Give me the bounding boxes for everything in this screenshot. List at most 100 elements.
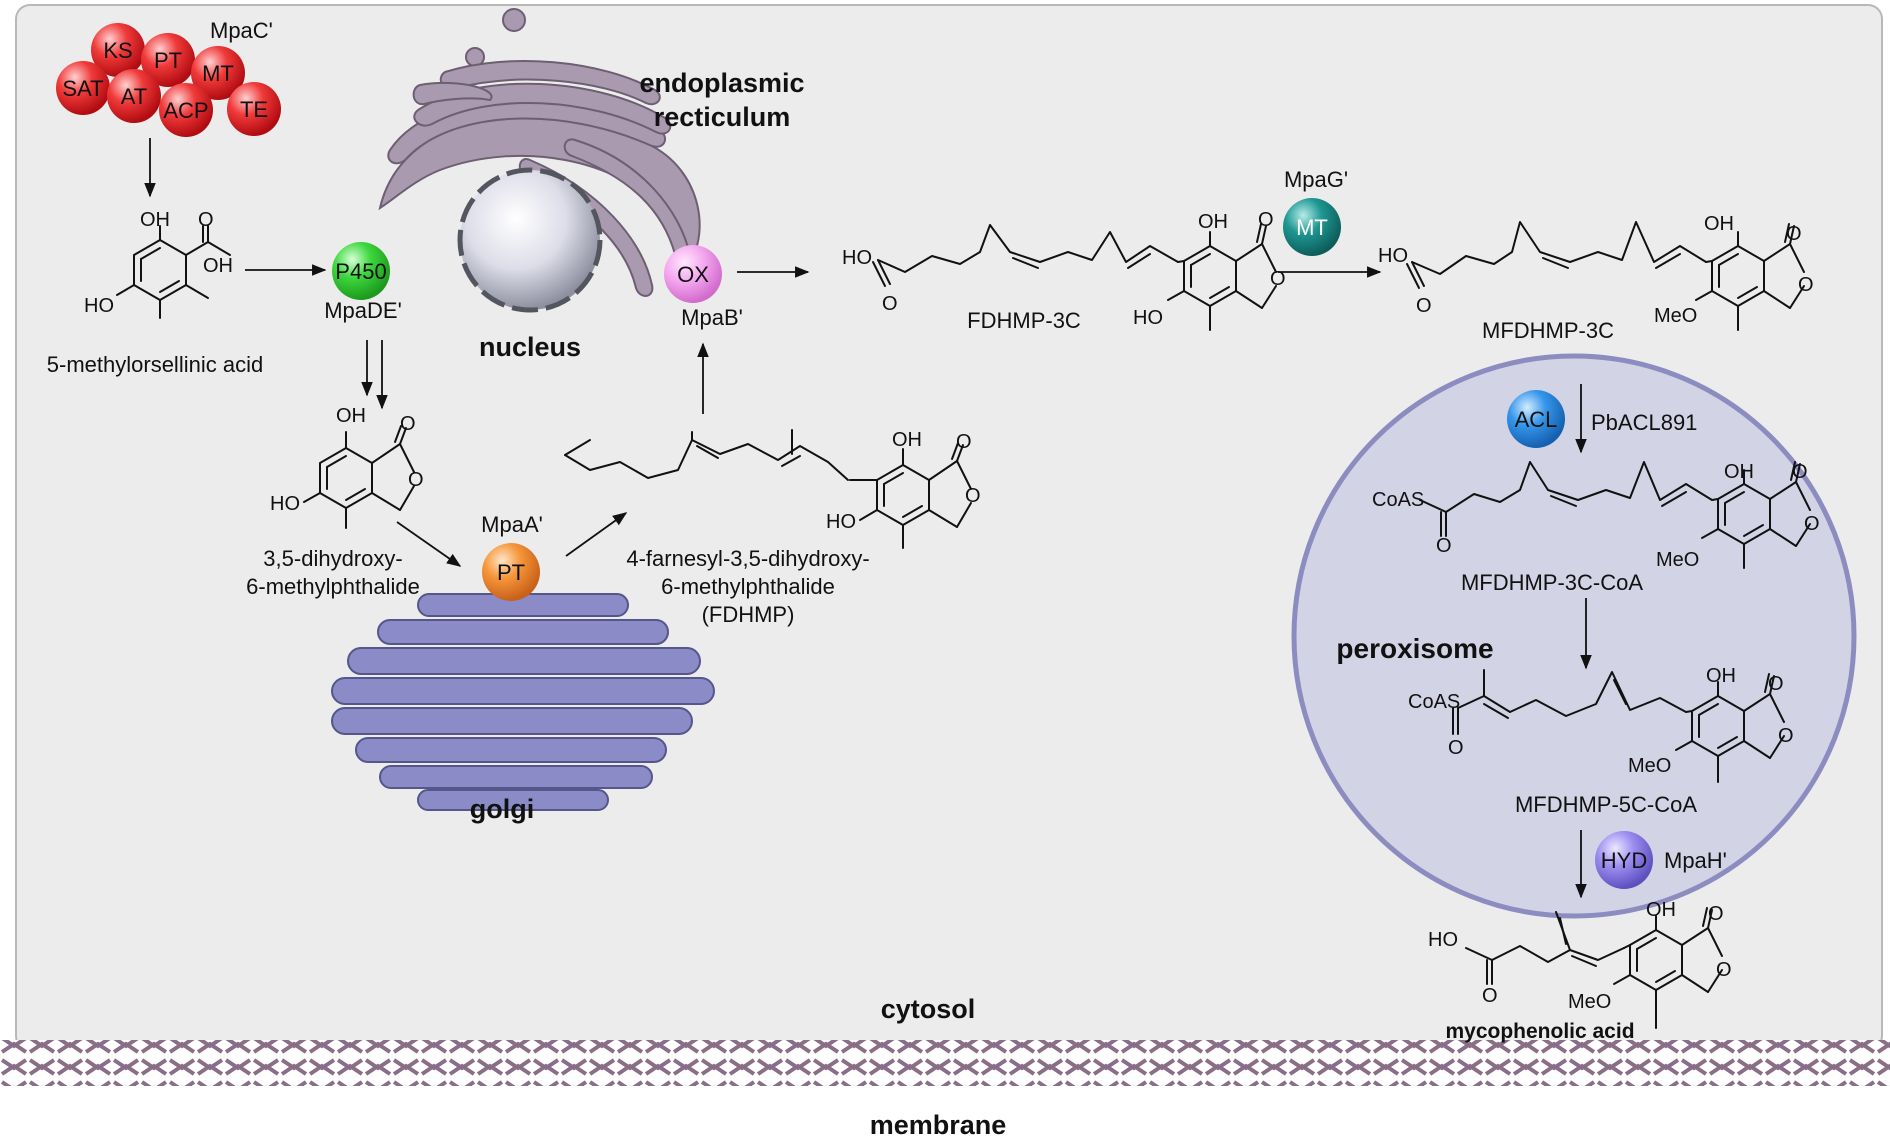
svg-text:MT: MT — [202, 61, 234, 86]
pks-name: MpaC' — [210, 18, 273, 43]
structure-mycophenolic-acid: HO O OH O O MeO — [1428, 899, 1732, 1029]
svg-text:HO: HO — [1428, 929, 1458, 951]
compound-mycophenolic-acid: mycophenolic acid — [1445, 1020, 1634, 1043]
compound-mfdhmp-3c: MFDHMP-3C — [1482, 318, 1614, 343]
svg-text:MeO: MeO — [1656, 549, 1699, 571]
svg-text:OH: OH — [1646, 899, 1676, 921]
arrow-pt-to-c3 — [565, 512, 628, 557]
svg-text:O: O — [400, 413, 416, 435]
svg-text:O: O — [1436, 535, 1452, 557]
peroxisome — [1291, 353, 1857, 919]
p450-enzyme: P450 MpaDE' — [324, 242, 402, 323]
compound-dhmp-line1: 3,5-dihydroxy- — [263, 546, 402, 571]
compound-fdhmp-3c: FDHMP-3C — [967, 308, 1081, 333]
svg-text:O: O — [1448, 737, 1464, 759]
compound-fdhmp-line1: 4-farnesyl-3,5-dihydroxy- — [626, 546, 869, 571]
svg-text:O: O — [408, 469, 424, 491]
svg-text:OH: OH — [1706, 665, 1736, 687]
structure-dhmp: OH O O HO — [270, 405, 424, 529]
svg-text:MeO: MeO — [1628, 755, 1671, 777]
svg-text:ACP: ACP — [163, 98, 208, 123]
ox-enzyme: OX MpaB' — [664, 245, 743, 330]
svg-text:OH: OH — [336, 405, 366, 427]
svg-text:SAT: SAT — [62, 76, 103, 101]
svg-text:MeO: MeO — [1568, 991, 1611, 1013]
svg-text:PT: PT — [497, 560, 525, 585]
svg-text:OH: OH — [1198, 211, 1228, 233]
compound-fdhmp-line2: 6-methylphthalide — [661, 574, 835, 599]
svg-text:MpaDE': MpaDE' — [324, 298, 402, 323]
svg-text:O: O — [1778, 725, 1794, 747]
compound-dhmp-line2: 6-methylphthalide — [246, 574, 420, 599]
er-label-line1: endoplasmic — [639, 68, 804, 98]
svg-text:OH: OH — [203, 255, 233, 277]
svg-text:HYD: HYD — [1601, 848, 1647, 873]
membrane-label: membrane — [870, 1110, 1007, 1140]
svg-text:HO: HO — [1378, 245, 1408, 267]
nucleus-label: nucleus — [479, 332, 581, 362]
svg-text:CoAS: CoAS — [1408, 691, 1460, 713]
svg-text:OX: OX — [677, 262, 709, 287]
svg-text:O: O — [1708, 903, 1724, 925]
structure-fdhmp-3c: HO O OH O O HO — [842, 209, 1286, 331]
svg-text:CoAS: CoAS — [1372, 489, 1424, 511]
compound-5-methylorsellinic-acid: 5-methylorsellinic acid — [47, 352, 263, 377]
svg-text:O: O — [1482, 985, 1498, 1007]
svg-text:PT: PT — [154, 48, 182, 73]
svg-text:O: O — [1258, 209, 1274, 231]
mt-enzyme: MT MpaG' — [1283, 167, 1348, 256]
compound-mfdhmp-5c-coa: MFDHMP-5C-CoA — [1515, 792, 1697, 817]
compound-fdhmp-line3: (FDHMP) — [702, 602, 795, 627]
svg-text:HO: HO — [1133, 307, 1163, 329]
svg-text:O: O — [198, 209, 214, 231]
svg-text:HO: HO — [842, 247, 872, 269]
svg-text:HO: HO — [84, 295, 114, 317]
nucleus — [457, 167, 603, 313]
golgi-apparatus — [331, 593, 715, 811]
arrow-c2-to-pt — [396, 521, 462, 567]
svg-text:O: O — [1716, 959, 1732, 981]
svg-text:MeO: MeO — [1654, 305, 1697, 327]
svg-text:OH: OH — [1704, 213, 1734, 235]
svg-text:MpaH': MpaH' — [1664, 848, 1727, 873]
er-label-line2: recticulum — [654, 102, 791, 132]
svg-text:MpaA': MpaA' — [481, 512, 543, 537]
pks-domain-cluster: KS PT MT SAT AT ACP TE — [56, 23, 281, 137]
svg-text:ACL: ACL — [1515, 407, 1558, 432]
membrane-band — [0, 1040, 1890, 1086]
peroxisome-label: peroxisome — [1336, 633, 1493, 664]
svg-text:O: O — [1798, 274, 1814, 296]
svg-text:HO: HO — [826, 511, 856, 533]
structure-mfdhmp-5c-coa: CoAS O OH O O MeO — [1408, 665, 1794, 783]
compound-mfdhmp-3c-coa: MFDHMP-3C-CoA — [1461, 570, 1643, 595]
svg-text:O: O — [882, 293, 898, 315]
svg-text:OH: OH — [1724, 461, 1754, 483]
svg-text:MT: MT — [1296, 215, 1328, 240]
svg-text:O: O — [1792, 461, 1808, 483]
structure-mfdhmp-3c-coa: CoAS O OH O O MeO — [1372, 461, 1820, 571]
svg-text:OH: OH — [892, 429, 922, 451]
cytosol-label: cytosol — [881, 994, 976, 1024]
acl-enzyme: ACL PbACL891 — [1507, 390, 1697, 448]
svg-text:O: O — [1786, 223, 1802, 245]
structure-fdhmp: OH O O HO — [564, 429, 981, 549]
svg-text:PbACL891: PbACL891 — [1591, 410, 1697, 435]
golgi-label: golgi — [470, 794, 534, 824]
structure-5-methylorsellinic-acid: OH O OH HO — [84, 209, 233, 319]
svg-text:KS: KS — [103, 38, 132, 63]
svg-text:O: O — [1270, 268, 1286, 290]
svg-text:O: O — [1768, 673, 1784, 695]
svg-text:OH: OH — [140, 209, 170, 231]
structure-mfdhmp-3c: HO O OH O O MeO — [1378, 213, 1814, 331]
svg-text:HO: HO — [270, 493, 300, 515]
svg-text:P450: P450 — [335, 259, 386, 284]
svg-text:MpaG': MpaG' — [1284, 167, 1348, 192]
svg-text:O: O — [1416, 295, 1432, 317]
pt-enzyme: PT MpaA' — [481, 512, 543, 601]
svg-text:O: O — [956, 431, 972, 453]
svg-text:MpaB': MpaB' — [681, 305, 743, 330]
svg-text:O: O — [1804, 513, 1820, 535]
svg-text:TE: TE — [240, 97, 268, 122]
svg-text:O: O — [965, 485, 981, 507]
